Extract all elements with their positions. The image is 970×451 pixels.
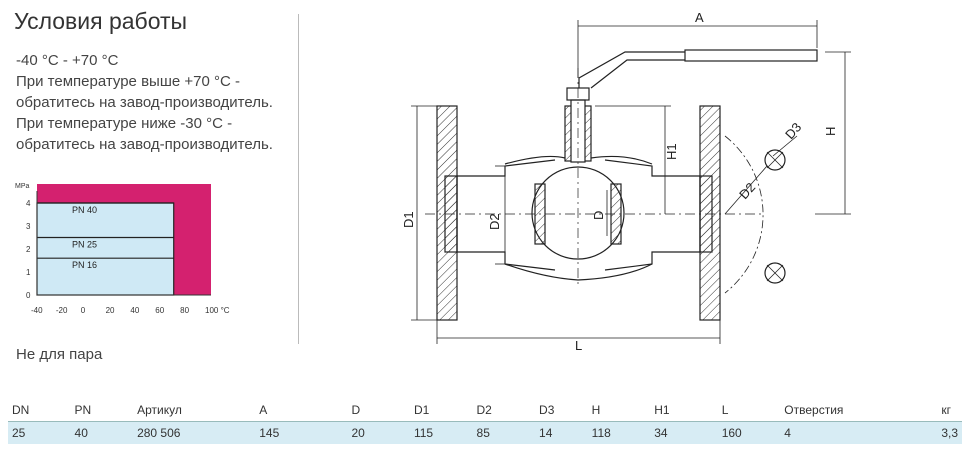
specification-table: DN PN Артикул A D D1 D2 D3 H H1 L Отверс… <box>8 400 962 444</box>
col-d1: D1 <box>409 400 473 422</box>
x-tick-label: 60 <box>155 306 164 315</box>
operating-conditions: -40 °C - +70 °C При температуре выше +70… <box>16 50 273 155</box>
valve-body <box>425 49 818 321</box>
x-tick-label: -20 <box>56 306 68 315</box>
series-label: PN 25 <box>72 240 97 250</box>
dim-label-a: A <box>695 10 704 25</box>
chart-safe-area <box>36 202 175 296</box>
page-title: Условия работы <box>14 8 188 34</box>
y-tick-label: 1 <box>26 268 31 277</box>
condition-line: При температуре выше +70 °C - <box>16 73 240 90</box>
condition-line: При температуре ниже -30 °C - <box>16 115 233 132</box>
cell-a: 145 <box>255 421 348 444</box>
col-d3: D3 <box>535 400 588 422</box>
cell-d1: 115 <box>409 421 473 444</box>
dim-label-d2: D2 <box>487 213 502 230</box>
col-kg: кг <box>937 400 962 422</box>
pressure-temperature-chart: PN 40 PN 25 PN 16 MPa 0 1 2 3 4 -40 -20 0 20 40 60 80… <box>15 183 230 315</box>
valve-drawing: A H H1 D1 D2 D L D2 D3 <box>401 10 851 353</box>
cell-article: 280 506 <box>133 421 256 444</box>
col-holes: Отверстия <box>780 400 938 422</box>
dim-label-d1: D1 <box>401 211 416 228</box>
dim-label-l: L <box>575 338 582 353</box>
cell-kg: 3,3 <box>937 421 962 444</box>
dim-label-d: D <box>591 211 606 220</box>
col-pn: PN <box>70 400 134 422</box>
col-article: Артикул <box>133 400 256 422</box>
x-tick-label: 40 <box>130 306 139 315</box>
dimension-lines <box>411 20 851 344</box>
dim-label-d2-circle: D2 <box>736 180 758 202</box>
table-header-row: DN PN Артикул A D D1 D2 D3 H H1 L Отверс… <box>8 400 962 422</box>
cell-pn: 40 <box>70 421 134 444</box>
col-dn: DN <box>8 400 71 422</box>
y-tick-label: 3 <box>26 222 31 231</box>
cell-l: 160 <box>717 421 781 444</box>
y-tick-label: 4 <box>26 199 31 208</box>
x-tick-label: 20 <box>106 306 115 315</box>
x-tick-label: -40 <box>31 306 43 315</box>
col-h: H <box>587 400 651 422</box>
cell-h1: 34 <box>650 421 718 444</box>
x-tick-label: 80 <box>180 306 189 315</box>
steam-warning: Не для пара <box>16 346 103 363</box>
condition-line: -40 °C - +70 °C <box>16 52 119 69</box>
x-tick-label: 100 °C <box>205 306 230 315</box>
cell-d3: 14 <box>535 421 588 444</box>
y-tick-label: 0 <box>26 291 31 300</box>
dim-label-h: H <box>823 127 838 136</box>
column-divider <box>298 14 299 344</box>
cell-h: 118 <box>587 421 651 444</box>
y-tick-label: 2 <box>26 245 31 254</box>
cell-dn: 25 <box>8 421 71 444</box>
col-a: A <box>255 400 348 422</box>
col-h1: H1 <box>650 400 718 422</box>
col-d: D <box>347 400 410 422</box>
condition-line: обратитесь на завод-производитель. <box>16 94 273 111</box>
col-d2: D2 <box>472 400 536 422</box>
x-tick-label: 0 <box>81 306 86 315</box>
cell-d: 20 <box>347 421 410 444</box>
condition-line: обратитесь на завод-производитель. <box>16 136 273 153</box>
dim-label-h1: H1 <box>664 143 679 160</box>
y-axis-label: MPa <box>15 183 30 190</box>
col-l: L <box>717 400 781 422</box>
series-label: PN 16 <box>72 260 97 270</box>
series-label: PN 40 <box>72 205 97 215</box>
dim-label-d3: D3 <box>782 120 804 142</box>
table-row: 25 40 280 506 145 20 115 85 14 118 34 16… <box>8 421 962 444</box>
cell-holes: 4 <box>780 421 938 444</box>
cell-d2: 85 <box>472 421 536 444</box>
